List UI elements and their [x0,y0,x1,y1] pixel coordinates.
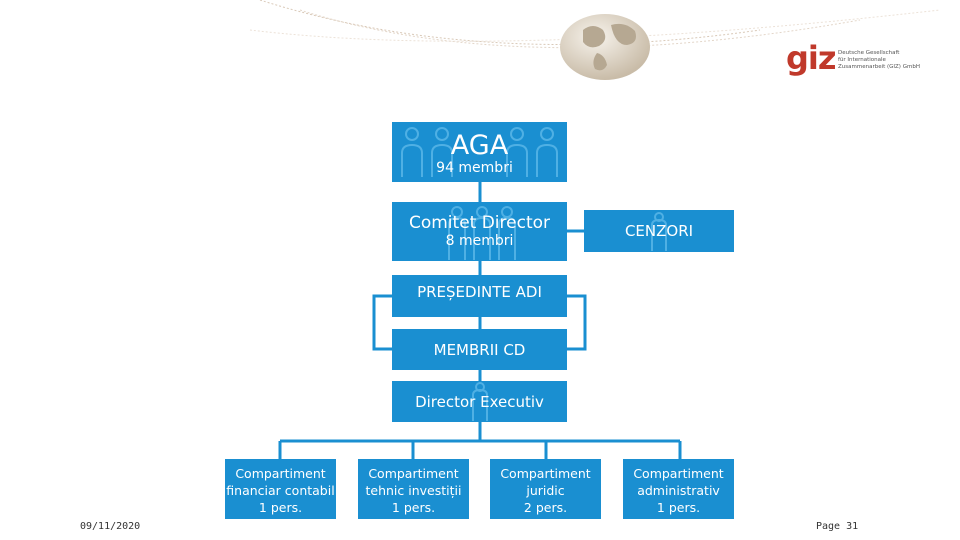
giz-logo-line-1: Deutsche Gesellschaft [838,50,900,56]
membrii-cd-box: MEMBRII CD [392,329,567,370]
department-box: Compartiment tehnic investiții 1 pers. [358,459,469,521]
director-executiv-box: Director Executiv [392,381,567,422]
department-staff: 1 pers. [391,499,436,515]
comitet-subtitle: 8 membri [445,233,514,249]
people-icon [448,206,516,260]
giz-logo: giz [786,39,836,77]
department-name: Compartiment [235,465,326,481]
director-title: Director Executiv [415,392,544,411]
department-staff: 2 pers. [523,499,568,515]
department-box: Compartiment juridic 2 pers. [490,459,601,521]
aga-title: AGA [450,130,509,161]
department-name: Compartiment [368,465,459,481]
department-name: Compartiment [500,465,591,481]
department-box: Compartiment financiar contabil 1 pers. [225,459,336,521]
globe-icon [560,14,650,80]
department-sub: juridic [526,482,565,498]
presedinte-title: PREȘEDINTE ADI [417,283,542,301]
department-sub: administrativ [637,482,720,498]
membrii-title: MEMBRII CD [433,340,526,359]
giz-logo-line-2: für Internationale [838,57,886,63]
department-name: Compartiment [633,465,724,481]
people-icon [401,127,558,177]
footer-bar [0,519,960,540]
footer-date: 09/11/2020 [80,521,141,532]
comitet-title: Comitet Director [408,213,551,233]
page-number: Page 31 [816,521,859,532]
comitet-director-box: Comitet Director 8 membri [392,202,567,261]
department-sub: financiar contabil [226,482,335,498]
aga-box: AGA 94 membri [392,122,567,182]
giz-logo-text: Deutsche Gesellschaft für Internationale… [838,50,920,71]
department-staff: 1 pers. [656,499,701,515]
presedinte-adi-box: PREȘEDINTE ADI [392,275,567,317]
cenzori-title: CENZORI [624,222,694,240]
department-sub: tehnic investiții [365,482,462,498]
person-icon [472,382,488,421]
person-icon [651,212,667,251]
giz-logo-line-3: Zusammenarbeit (GIZ) GmbH [838,64,920,70]
cenzori-box: CENZORI [584,210,734,252]
aga-subtitle: 94 membri [436,160,513,176]
department-box: Compartiment administrativ 1 pers. [623,459,734,521]
department-staff: 1 pers. [258,499,303,515]
background-swoosh [249,0,941,49]
